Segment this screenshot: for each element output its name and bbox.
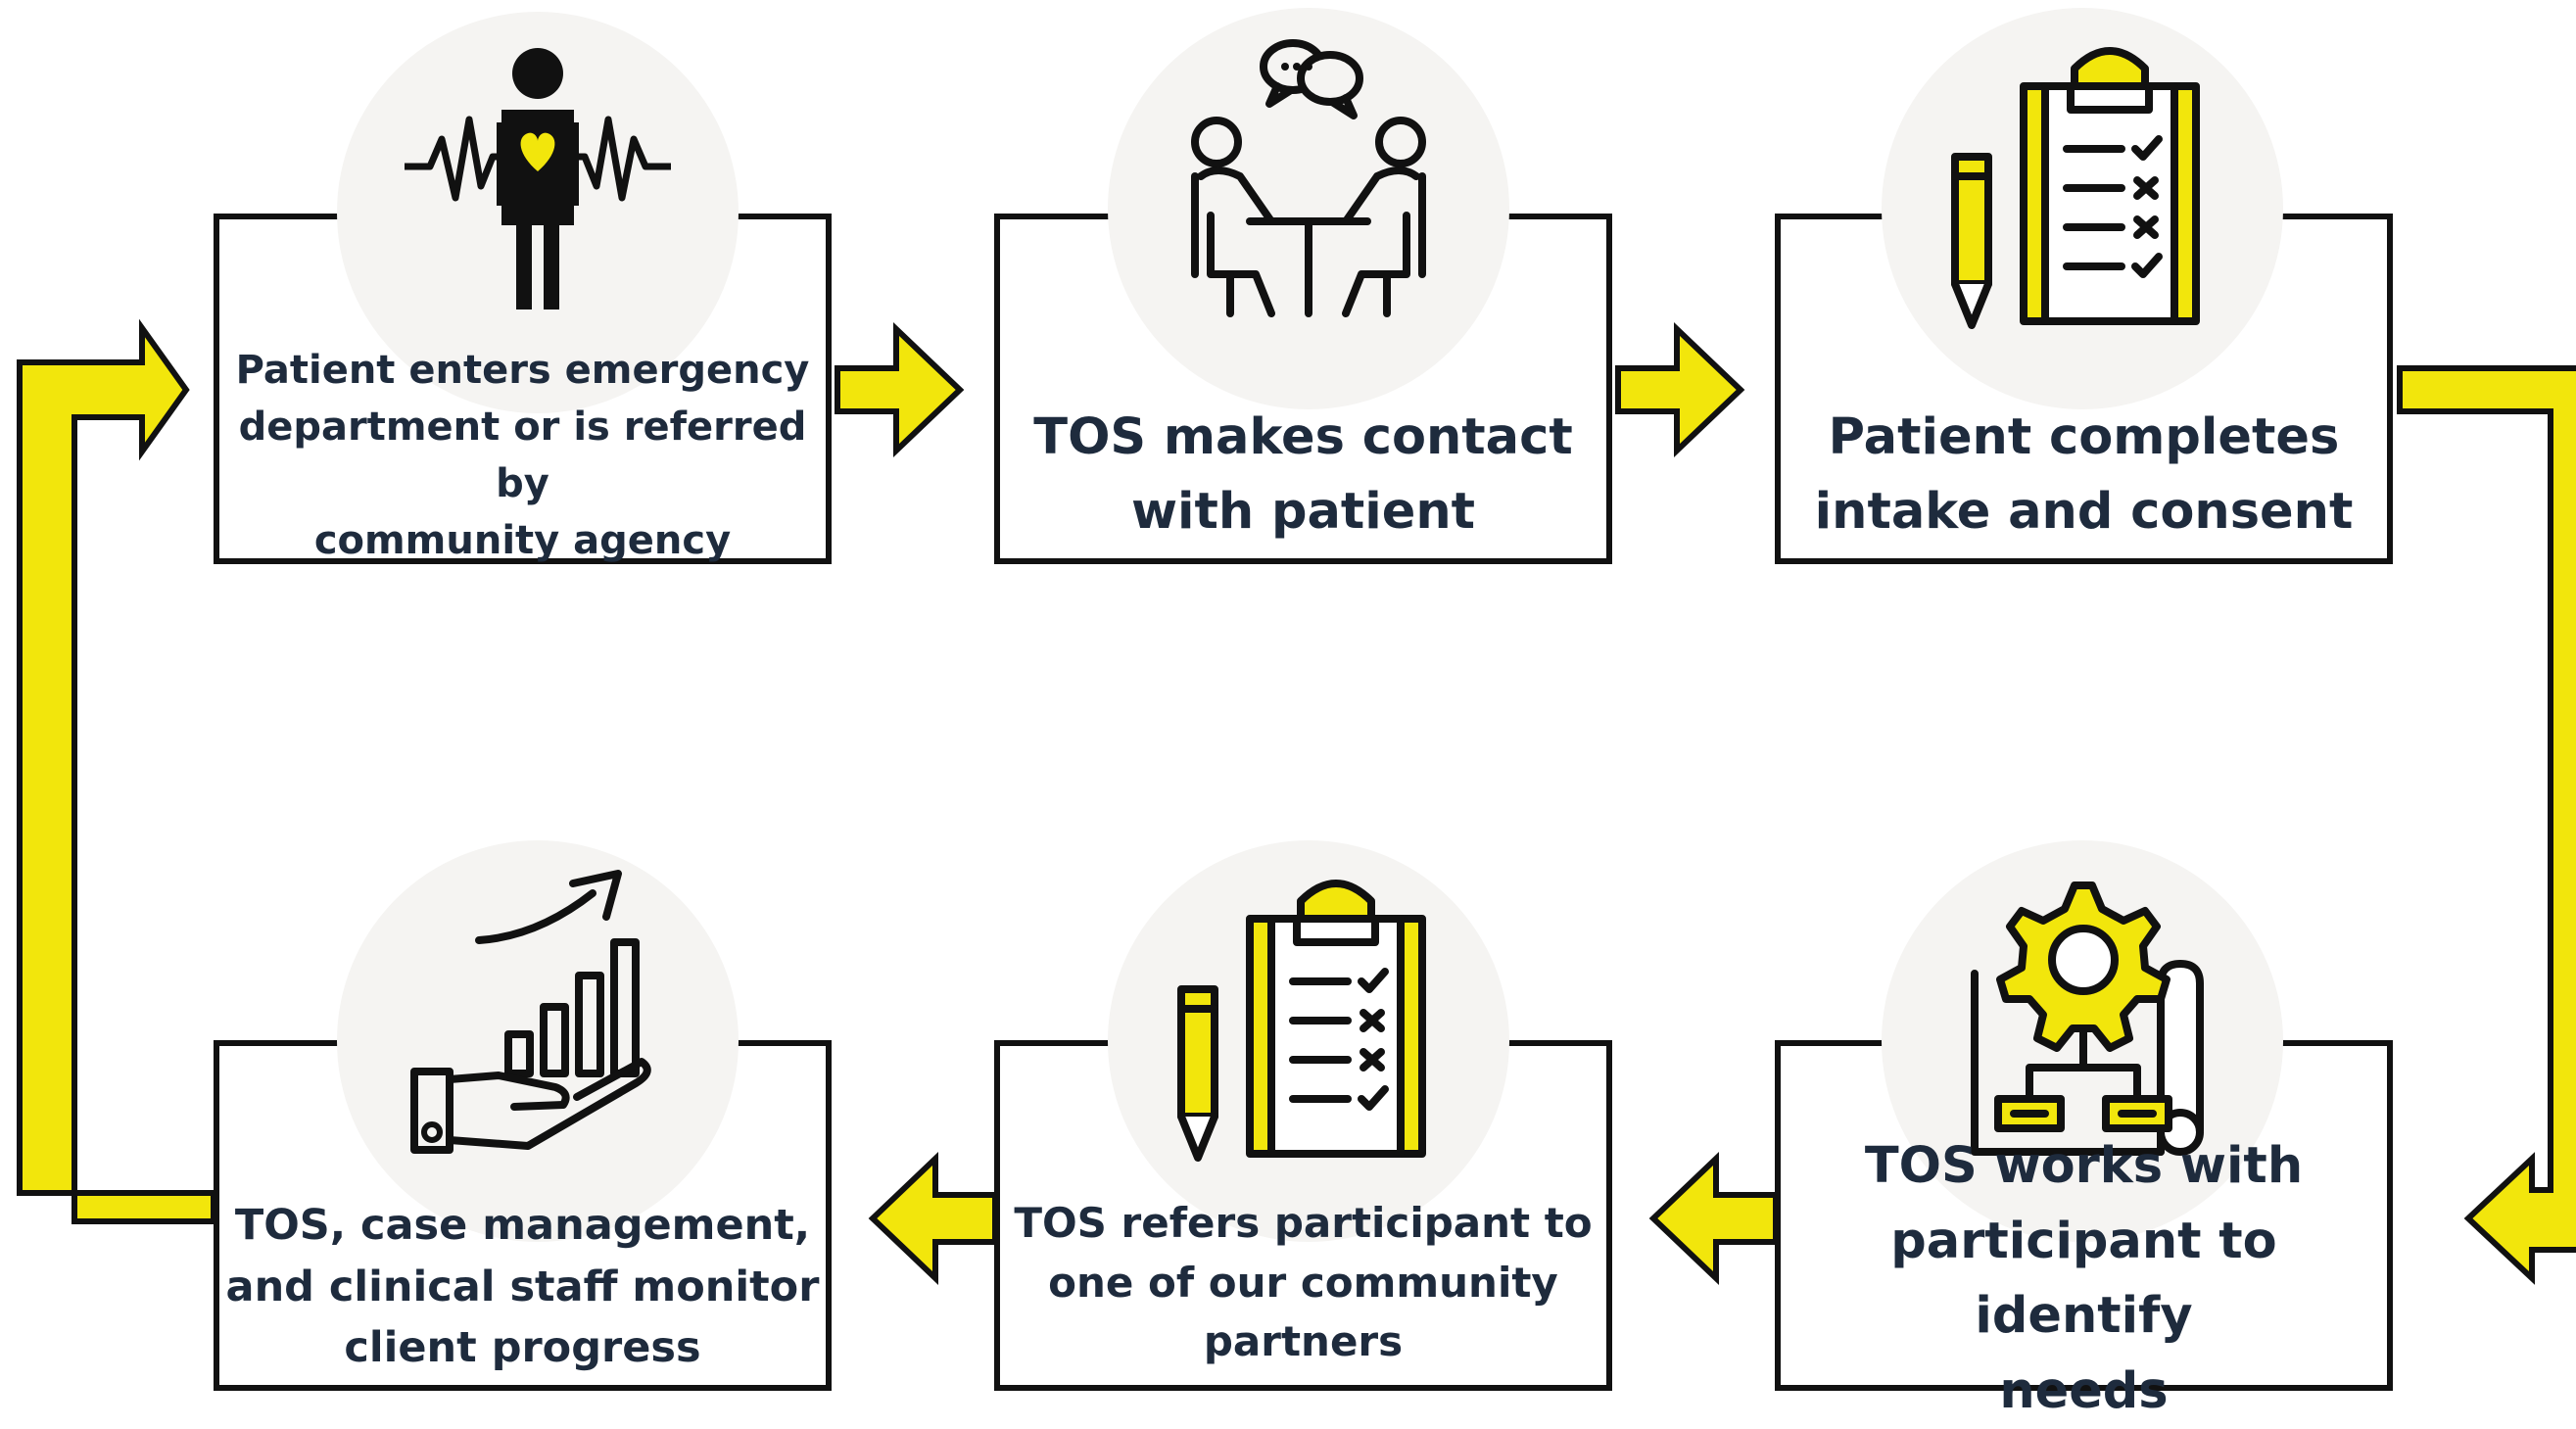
arrow-step3-to-step4: [2397, 365, 2576, 1285]
heartbeat-person-icon: [405, 48, 671, 310]
step-1-label: Patient enters emergency department or i…: [235, 348, 810, 563]
arrow-step5-to-step6: [868, 1151, 998, 1286]
arrow-step6-to-step1: [17, 318, 216, 1224]
step-2-label: TOS makes contact with patient: [1033, 407, 1573, 542]
arrow-step1-to-step2: [835, 321, 965, 458]
step-3-label: Patient completes intake and consent: [1814, 407, 2354, 542]
arrow-step2-to-step3: [1615, 321, 1745, 458]
step-5-label: TOS refers participant to one of our com…: [1014, 1198, 1593, 1366]
clipboard-checklist-icon: [1177, 880, 1426, 1162]
flow-arrows: [17, 318, 2576, 1286]
gear-blueprint-icon: [1971, 881, 2204, 1156]
meeting-conversation-icon: [1191, 39, 1426, 317]
step-6-label: TOS, case management, and clinical staff…: [225, 1201, 820, 1373]
step-6-icon-circle: [337, 840, 739, 1242]
growth-chart-hand-icon: [410, 870, 651, 1154]
step-4-label: TOS works with participant to identify n…: [1864, 1137, 2304, 1420]
arrow-step4-to-step5: [1648, 1151, 1779, 1286]
clipboard-checklist-icon: [1951, 47, 2200, 329]
